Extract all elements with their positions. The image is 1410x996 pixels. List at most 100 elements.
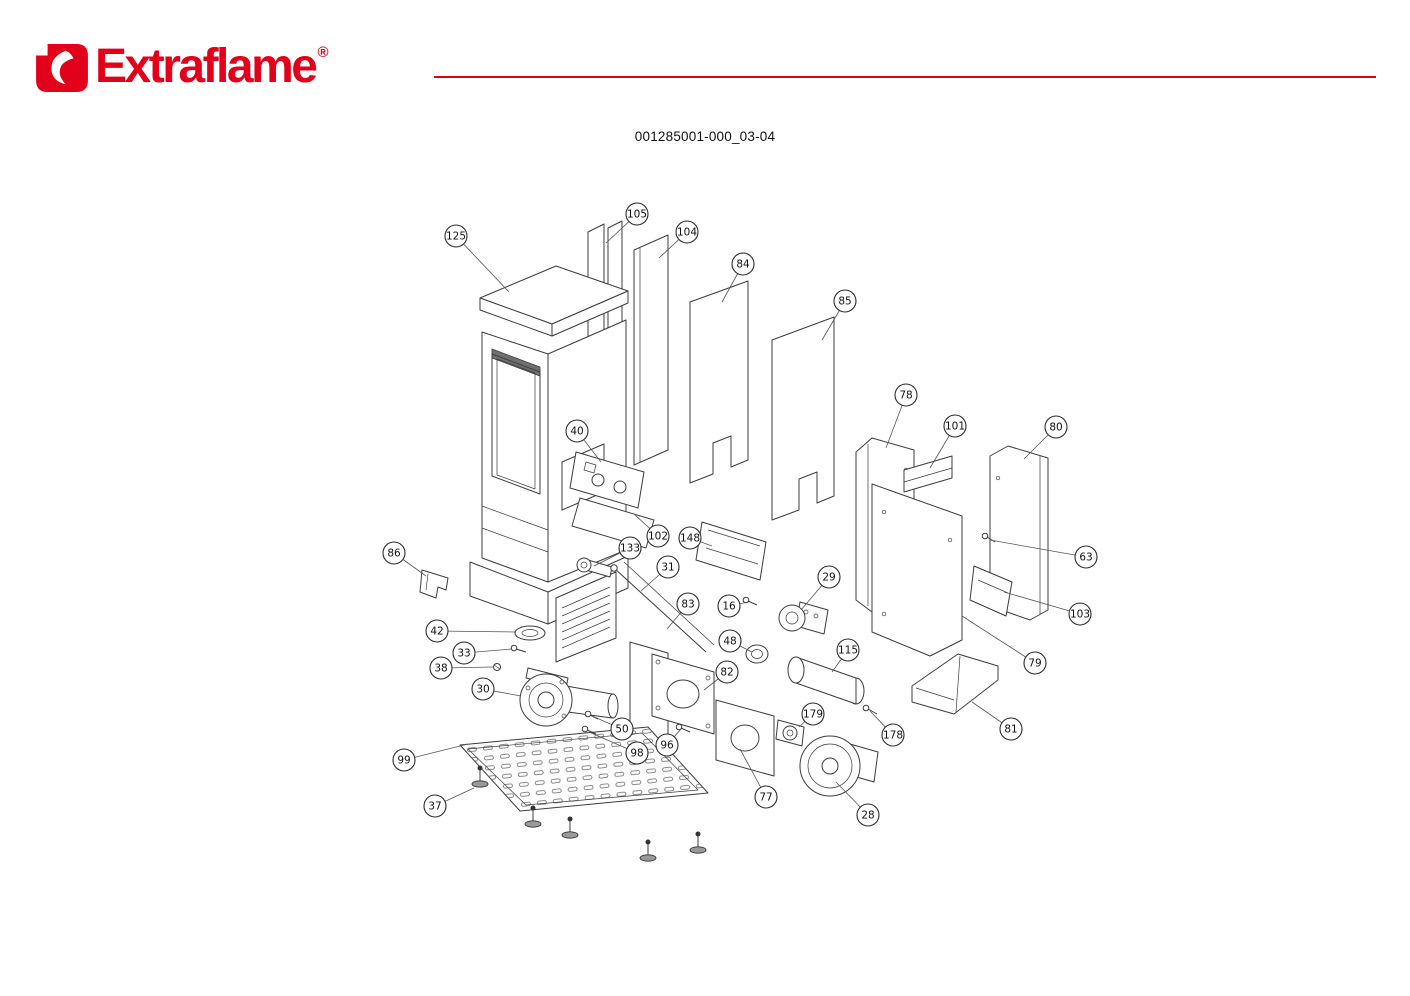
- header-rule: [434, 76, 1376, 78]
- callout-balloon-101: [943, 414, 967, 438]
- callout-label-38: 38: [434, 663, 447, 675]
- callout-label-63: 63: [1079, 552, 1092, 564]
- callout-label-80: 80: [1049, 422, 1062, 434]
- callout-104: 104: [658, 220, 699, 259]
- callout-balloon-82: [715, 660, 739, 684]
- callout-balloon-84: [731, 252, 755, 276]
- part-panel-82: [651, 653, 715, 735]
- callout-label-30: 30: [476, 684, 489, 696]
- callout-balloon-179: [801, 702, 825, 726]
- callout-99: 99: [392, 743, 469, 772]
- brand-name: Extraflame: [95, 40, 318, 93]
- part-control-plate-40: [569, 451, 645, 509]
- callout-101: 101: [929, 414, 967, 469]
- callout-balloon-28: [856, 803, 880, 827]
- callout-label-77: 77: [759, 792, 772, 804]
- callout-label-42: 42: [430, 626, 443, 638]
- callout-115: 115: [831, 638, 860, 673]
- part-rod-31: [610, 561, 715, 653]
- callout-label-133: 133: [620, 543, 640, 555]
- callout-98: 98: [588, 731, 649, 765]
- callout-label-29: 29: [822, 572, 835, 584]
- callout-label-84: 84: [736, 259, 750, 271]
- callout-balloon-83: [676, 592, 700, 616]
- part-bracket-148: [695, 521, 767, 581]
- callout-79: 79: [961, 615, 1047, 675]
- callout-85: 85: [821, 289, 857, 341]
- document-code: 001285001-000_03-04: [634, 129, 776, 144]
- callout-balloon-125: [444, 224, 468, 248]
- callout-label-40: 40: [570, 426, 583, 438]
- callout-83: 83: [666, 592, 700, 630]
- callout-balloon-81: [999, 717, 1023, 741]
- callout-30: 30: [471, 677, 522, 701]
- callout-balloon-148: [678, 526, 702, 550]
- callout-balloon-80: [1044, 415, 1068, 439]
- callout-label-79: 79: [1028, 658, 1041, 670]
- callout-40: 40: [565, 419, 602, 463]
- callout-balloon-16: [717, 594, 741, 618]
- callout-balloon-48: [718, 629, 742, 653]
- callout-label-101: 101: [945, 421, 965, 433]
- callout-balloon-104: [675, 220, 699, 244]
- callout-38: 38: [429, 656, 495, 680]
- part-pedestal-vent: [555, 571, 617, 663]
- callout-label-31: 31: [661, 562, 674, 574]
- callout-label-96: 96: [660, 740, 674, 752]
- callout-96: 96: [655, 728, 682, 757]
- registered-mark: ®: [317, 44, 329, 61]
- callout-78: 78: [885, 383, 918, 449]
- part-tube-115: [787, 656, 865, 705]
- callout-label-28: 28: [861, 810, 874, 822]
- part-plate-77: [715, 699, 775, 777]
- callout-label-83: 83: [681, 599, 694, 611]
- callout-102: 102: [633, 513, 670, 548]
- callout-label-125: 125: [446, 231, 466, 243]
- part-gasket-48: [745, 644, 769, 664]
- callout-label-98: 98: [630, 748, 643, 760]
- callout-125: 125: [444, 224, 510, 293]
- callout-balloon-98: [625, 741, 649, 765]
- part-panel-85: [771, 316, 835, 521]
- callout-balloon-30: [471, 677, 495, 701]
- callout-balloon-63: [1074, 545, 1098, 569]
- callout-103: 103: [1003, 591, 1092, 626]
- callout-balloon-86: [382, 541, 406, 565]
- callout-balloon-103: [1068, 602, 1092, 626]
- callout-16: 16: [717, 594, 749, 618]
- callout-label-105: 105: [627, 209, 647, 221]
- callout-77: 77: [739, 748, 778, 809]
- brand-text: Extraflame®: [95, 43, 329, 91]
- part-panel-104: [633, 234, 669, 466]
- callout-148: 148: [678, 526, 713, 550]
- part-blower-30: [519, 667, 619, 727]
- callout-balloon-85: [833, 289, 857, 313]
- callout-label-99: 99: [397, 755, 410, 767]
- callout-63: 63: [989, 539, 1098, 569]
- part-feet-37: [471, 765, 707, 862]
- callout-label-82: 82: [720, 667, 733, 679]
- extraflame-logo-icon: [36, 44, 88, 92]
- callout-label-37: 37: [428, 801, 441, 813]
- callout-33: 33: [452, 641, 513, 665]
- callout-balloon-42: [425, 619, 449, 643]
- part-plate-102: [571, 497, 655, 549]
- callout-81: 81: [971, 701, 1023, 741]
- callout-label-16: 16: [722, 601, 736, 613]
- callout-label-85: 85: [838, 296, 851, 308]
- callout-label-33: 33: [457, 648, 470, 660]
- callout-label-115: 115: [838, 645, 858, 657]
- callout-balloon-96: [655, 733, 679, 757]
- callout-balloon-77: [754, 785, 778, 809]
- callout-label-104: 104: [677, 227, 697, 239]
- part-bracket-101: [903, 455, 953, 493]
- callout-label-78: 78: [899, 390, 912, 402]
- callout-179: 179: [798, 702, 825, 728]
- callout-label-102: 102: [648, 531, 668, 543]
- callout-label-48: 48: [723, 636, 736, 648]
- callout-42: 42: [425, 619, 517, 643]
- callout-label-103: 103: [1070, 609, 1090, 621]
- callout-balloon-99: [392, 748, 416, 772]
